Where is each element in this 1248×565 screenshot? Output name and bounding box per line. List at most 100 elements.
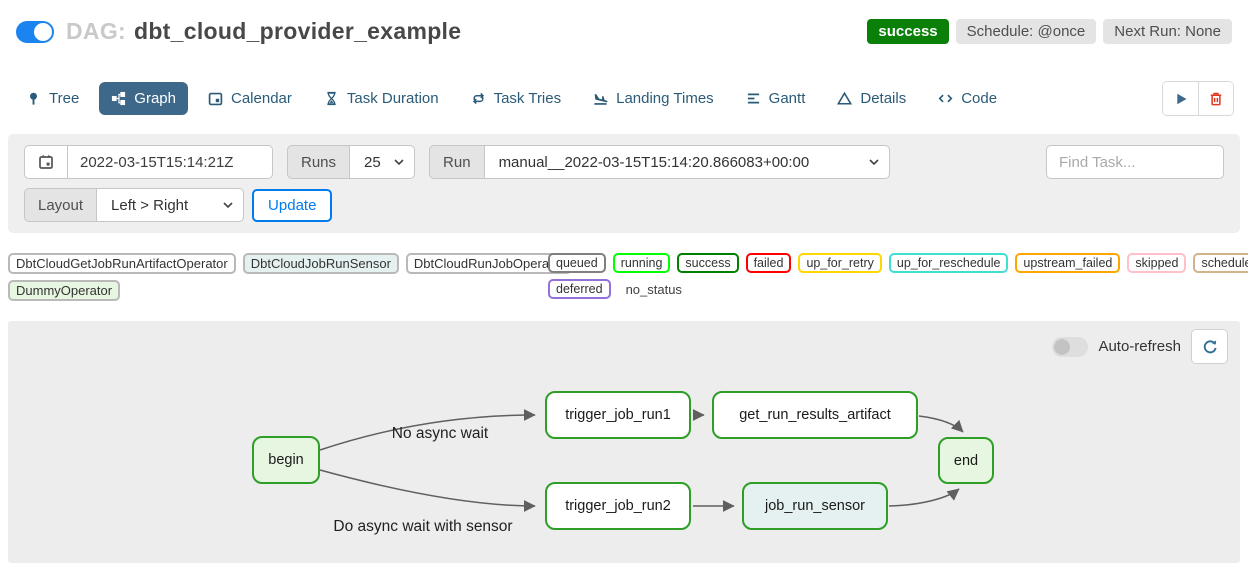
edge-get_run_results_artifact-end	[918, 415, 964, 433]
status-legend: queued running success failed up_for_ret…	[548, 253, 1248, 305]
trigger-dag-button[interactable]	[1163, 82, 1198, 115]
chevron-down-icon	[868, 159, 879, 165]
page-title: dbt_cloud_provider_example	[133, 18, 462, 44]
delete-dag-button[interactable]	[1198, 82, 1233, 115]
chevron-down-icon	[223, 202, 233, 208]
tab-task-tries[interactable]: Task Tries	[459, 82, 574, 115]
calendar-picker-icon	[39, 155, 53, 169]
tab-label: Graph	[134, 90, 176, 107]
tab-label: Tree	[49, 90, 80, 107]
status-badge-upstream-failed[interactable]: upstream_failed	[1015, 253, 1121, 273]
dag-node-trigger_job_run1[interactable]: trigger_job_run1	[545, 391, 691, 439]
dag-edges	[319, 409, 964, 512]
tab-label: Calendar	[231, 90, 292, 107]
dag-header: DAG: dbt_cloud_provider_example success …	[0, 0, 1248, 45]
tab-tree[interactable]: Tree	[14, 82, 91, 115]
filter-row-2: Layout Left > Right Update	[24, 188, 1224, 222]
tab-label: Details	[860, 90, 907, 107]
run-group: Run manual__2022-03-15T15:14:20.866083+0…	[429, 145, 890, 179]
edge-begin-trigger_job_run1	[319, 409, 536, 451]
update-button[interactable]: Update	[252, 188, 333, 222]
edge-job_run_sensor-end	[888, 488, 960, 507]
tab-calendar[interactable]: Calendar	[196, 82, 304, 115]
tab-task-duration[interactable]: Task Duration	[312, 82, 451, 115]
refresh-button[interactable]	[1191, 329, 1228, 364]
next-run-badge: Next Run: None	[1103, 19, 1232, 44]
operator-badge[interactable]: DbtCloudRunJobOperator	[405, 253, 573, 274]
operator-badge[interactable]: DbtCloudJobRunSensor	[242, 253, 399, 274]
tab-label: Task Duration	[346, 90, 439, 107]
sitemap-icon	[112, 91, 126, 106]
dag-node-trigger_job_run2[interactable]: trigger_job_run2	[545, 482, 691, 530]
run-select[interactable]: manual__2022-03-15T15:14:20.866083+00:00	[483, 145, 890, 179]
runs-select[interactable]: 25	[349, 145, 416, 179]
status-badge-running[interactable]: running	[612, 253, 671, 273]
edge-begin-trigger_job_run2	[319, 469, 536, 512]
status-badge-deferred[interactable]: deferred	[548, 279, 611, 299]
legend: DbtCloudGetJobRunArtifactOperator DbtClo…	[8, 253, 1248, 307]
tab-label: Landing Times	[616, 90, 714, 107]
run-value: manual__2022-03-15T15:14:20.866083+00:00	[498, 153, 810, 171]
dag-pause-toggle[interactable]	[16, 20, 54, 43]
operator-badge[interactable]: DbtCloudGetJobRunArtifactOperator	[8, 253, 236, 274]
operator-badge[interactable]: DummyOperator	[8, 280, 121, 301]
calendar-icon	[208, 92, 223, 106]
dag-actions	[1162, 81, 1234, 116]
dag-status-badge: success	[867, 19, 949, 44]
status-badge-queued[interactable]: queued	[548, 253, 606, 273]
tab-code[interactable]: Code	[926, 82, 1009, 115]
code-icon	[938, 94, 953, 103]
layout-select[interactable]: Left > Right	[96, 188, 245, 222]
runs-label: Runs	[287, 145, 350, 179]
execution-date-input[interactable]	[67, 145, 273, 179]
plane-landing-icon	[594, 94, 608, 105]
auto-refresh-label: Auto-refresh	[1098, 338, 1181, 355]
operator-legend: DbtCloudGetJobRunArtifactOperator DbtClo…	[8, 253, 573, 307]
graph-controls: Auto-refresh	[1052, 329, 1228, 364]
triangle-icon	[837, 91, 853, 105]
play-icon	[1176, 93, 1186, 104]
tab-gantt[interactable]: Gantt	[734, 82, 818, 115]
find-task-input[interactable]	[1046, 145, 1224, 179]
refresh-icon	[1203, 339, 1217, 353]
status-badge-up-for-reschedule[interactable]: up_for_reschedule	[888, 253, 1009, 273]
schedule-badge: Schedule: @once	[955, 19, 1097, 44]
view-tabbar: Tree Graph Calendar Task Duration Task T…	[14, 81, 1234, 116]
tab-label: Code	[961, 90, 998, 107]
tab-graph[interactable]: Graph	[99, 82, 188, 115]
datepicker-button[interactable]	[24, 145, 67, 179]
status-badge-skipped[interactable]: skipped	[1127, 253, 1187, 273]
trash-icon	[1210, 92, 1222, 105]
status-label-no-status: no_status	[625, 281, 682, 297]
toggle-knob	[34, 22, 52, 41]
tab-label: Gantt	[768, 90, 806, 107]
dag-node-get_run_results_artifact[interactable]: get_run_results_artifact	[712, 391, 918, 439]
header-badges: success Schedule: @once Next Run: None	[867, 19, 1232, 44]
chevron-down-icon	[394, 159, 404, 165]
execution-date-group	[24, 145, 273, 179]
dag-node-begin[interactable]: begin	[252, 436, 320, 484]
filter-panel: Runs 25 Run manual__2022-03-15T15:14:20.…	[8, 134, 1240, 233]
dag-node-job_run_sensor[interactable]: job_run_sensor	[742, 482, 888, 530]
edge-label-do-async-wait: Do async wait with sensor	[333, 518, 513, 535]
tab-label: Task Tries	[493, 90, 562, 107]
tab-landing-times[interactable]: Landing Times	[581, 82, 726, 115]
tab-details[interactable]: Details	[825, 82, 918, 115]
status-badge-up-for-retry[interactable]: up_for_retry	[798, 253, 882, 273]
dag-node-end[interactable]: end	[938, 437, 994, 484]
layout-label: Layout	[24, 188, 97, 222]
run-label: Run	[429, 145, 484, 179]
status-badge-failed[interactable]: failed	[745, 253, 792, 273]
gantt-icon	[747, 93, 759, 104]
repeat-icon	[472, 92, 484, 105]
edge-label-no-async-wait: No async wait	[391, 425, 489, 442]
runs-value: 25	[364, 153, 381, 171]
auto-refresh-toggle[interactable]	[1052, 336, 1089, 357]
layout-value: Left > Right	[111, 196, 189, 214]
status-badge-success[interactable]: success	[677, 253, 739, 273]
layout-group: Layout Left > Right	[24, 188, 245, 222]
pin-icon	[30, 92, 37, 105]
status-badge-scheduled[interactable]: scheduled	[1193, 253, 1248, 273]
graph-panel: No async wait Do async wait with sensor …	[8, 321, 1240, 563]
